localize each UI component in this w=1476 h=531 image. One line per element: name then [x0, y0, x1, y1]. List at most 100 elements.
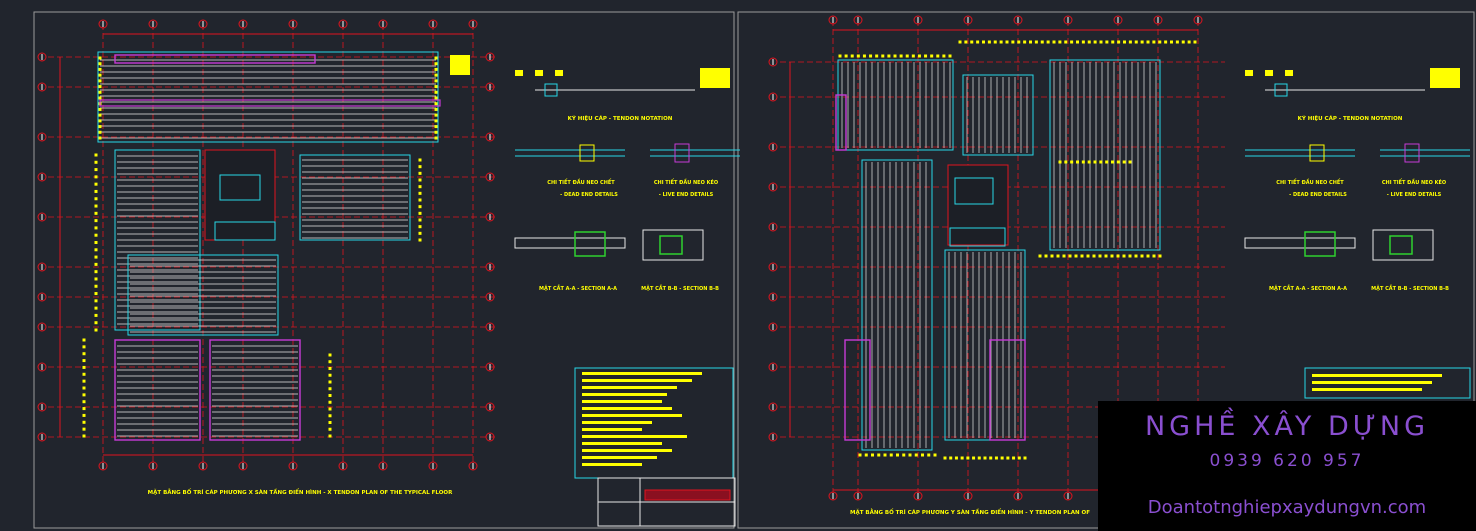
- anchor: [328, 360, 332, 364]
- section-a-label-x: MẶT CẮT A-A - SECTION A-A: [539, 284, 617, 292]
- note-line: [582, 463, 642, 466]
- anchor: [1070, 160, 1074, 164]
- anchor: [94, 277, 98, 281]
- anchor: [1074, 254, 1078, 258]
- core: [947, 164, 1009, 246]
- dead-end-sub-x: - DEAD END DETAILS: [560, 192, 618, 198]
- anchor: [98, 56, 102, 60]
- axis-bubble: [485, 212, 495, 222]
- plan-title-x: MẶT BẰNG BỐ TRÍ CÁP PHƯƠNG X SÀN TẦNG ĐI…: [148, 487, 453, 496]
- anchor: [434, 125, 438, 129]
- anchor: [94, 175, 98, 179]
- notation-mark: [555, 70, 563, 76]
- anchor: [82, 407, 86, 411]
- anchor: [881, 54, 885, 58]
- axis-bubble: [338, 19, 348, 29]
- notation-mark: [1285, 70, 1293, 76]
- section-b-label-x: MẶT CẮT B-B - SECTION B-B: [641, 284, 719, 292]
- axis-bubble: [768, 362, 778, 372]
- section-b-anchor: [659, 235, 683, 255]
- axis-bubble: [485, 402, 495, 412]
- anchor: [1146, 40, 1150, 44]
- anchor: [1056, 254, 1060, 258]
- anchor: [82, 352, 86, 356]
- core-shaft: [949, 227, 1006, 247]
- slab-strip-left: [861, 159, 933, 451]
- anchor: [82, 372, 86, 376]
- axis-bubble: [485, 362, 495, 372]
- anchor: [434, 67, 438, 71]
- anchor: [98, 67, 102, 71]
- anchor: [434, 79, 438, 83]
- axis-bubble: [1063, 491, 1073, 501]
- anchor: [1086, 254, 1090, 258]
- slab-left: [114, 149, 201, 331]
- anchor: [94, 248, 98, 252]
- anchor: [418, 218, 422, 222]
- anchor: [1098, 254, 1102, 258]
- axis-bubble: [37, 322, 47, 332]
- axis-bubble: [913, 15, 923, 25]
- anchor: [964, 40, 968, 44]
- anchor: [94, 262, 98, 266]
- anchor: [987, 40, 991, 44]
- notation-mark: [1245, 70, 1253, 76]
- anchor: [94, 292, 98, 296]
- anchor: [328, 380, 332, 384]
- anchor: [98, 90, 102, 94]
- anchor: [328, 367, 332, 370]
- anchor: [1023, 40, 1027, 44]
- axis-bubble: [1013, 491, 1023, 501]
- anchor: [94, 328, 98, 332]
- anchor: [966, 456, 970, 460]
- anchor: [328, 407, 332, 411]
- anchor: [434, 96, 438, 100]
- wall-segment: [989, 339, 1026, 441]
- anchor: [1175, 40, 1179, 44]
- anchor: [418, 231, 422, 235]
- anchor: [328, 353, 332, 357]
- axis-bubble: [768, 92, 778, 102]
- axis-bubble: [485, 52, 495, 62]
- anchor: [970, 40, 974, 44]
- anchor: [1087, 160, 1091, 164]
- anchor: [98, 62, 102, 66]
- axis-bubble: [853, 15, 863, 25]
- anchor: [94, 168, 98, 172]
- dead-end-label-y: CHI TIẾT ĐẦU NEO CHẾT: [1276, 177, 1344, 186]
- detail-panel-y: [1244, 68, 1470, 261]
- anchor: [1123, 40, 1126, 44]
- anchor: [1122, 160, 1126, 164]
- anchor: [434, 85, 438, 89]
- watermark-phone: 0939 620 957: [1209, 451, 1365, 471]
- anchor: [1164, 40, 1168, 44]
- axis-bubble: [768, 292, 778, 302]
- dead-end-anchor: [1309, 144, 1325, 162]
- axis-bubble: [148, 19, 158, 29]
- anchor: [1076, 160, 1079, 164]
- anchor: [1000, 456, 1004, 460]
- axis-bubble: [37, 132, 47, 142]
- anchor: [434, 73, 438, 77]
- anchor: [94, 241, 98, 244]
- watermark-website: Doantotnghiepxaydungvn.com: [1147, 497, 1427, 518]
- tendon-notation-label-y: KÝ HIỆU CÁP - TENDON NOTATION: [1298, 114, 1403, 122]
- axis-bubble: [963, 491, 973, 501]
- anchor: [883, 453, 887, 457]
- tendon-notation-label-x: KÝ HIỆU CÁP - TENDON NOTATION: [568, 114, 673, 122]
- anchor: [418, 185, 422, 189]
- section-a-anchor: [1304, 231, 1336, 257]
- anchor: [94, 160, 98, 164]
- anchor: [82, 427, 86, 431]
- anchor: [418, 191, 422, 195]
- anchor: [1050, 254, 1054, 258]
- axis-bubble: [338, 461, 348, 471]
- anchor: [1111, 40, 1115, 44]
- anchor: [94, 306, 98, 310]
- anchor: [972, 456, 976, 460]
- anchor: [1017, 456, 1021, 460]
- note-line: [582, 428, 642, 431]
- anchor: [434, 119, 438, 123]
